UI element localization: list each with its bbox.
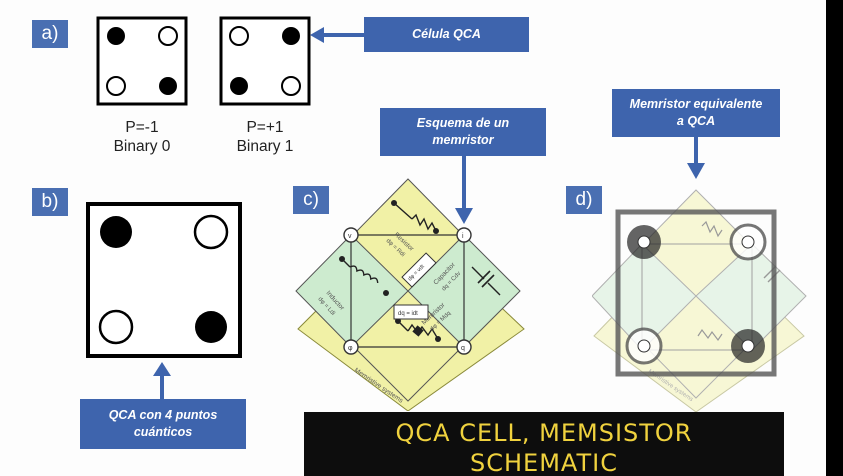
quantum-dot — [159, 77, 177, 95]
qca-cell-binary-1 — [219, 16, 311, 106]
quantum-dot — [158, 26, 178, 46]
callout-qca-dots-line-1: QCA con 4 puntos — [108, 408, 218, 422]
callout-qca-dots: QCA con 4 puntos cuánticos — [80, 399, 246, 449]
callout-memristor-schema-line-2: memristor — [432, 133, 494, 147]
link-box-top — [401, 252, 437, 288]
quantum-dot — [195, 311, 227, 343]
qca-cell-binary-0 — [96, 16, 188, 106]
svg-text:i: i — [462, 233, 464, 240]
title-line-1: QCA CELL, MEMSISTOR — [395, 419, 693, 447]
inductor-symbol — [339, 256, 389, 296]
link-bottom-label: dq = idt — [398, 311, 418, 317]
quantum-dot — [281, 76, 301, 96]
svg-text:v: v — [348, 233, 352, 240]
arrow-up-icon — [153, 362, 171, 402]
callout-qca-cell: Célula QCA — [364, 17, 529, 52]
arrow-down-icon — [687, 137, 705, 179]
node-v: v — [343, 227, 359, 243]
panel-label-b: b) — [32, 188, 68, 216]
callout-memristor-equiv-line-2: a QCA — [676, 114, 716, 128]
memristor-schematic: Memristive systems Resistor dφ = Rdi Cap… — [295, 178, 525, 411]
quantum-dot — [193, 214, 229, 250]
callout-memristor-equiv-line-1: Memristor equivalente — [629, 97, 763, 111]
binary-label: Binary 1 — [236, 138, 294, 155]
capacitor-symbol — [471, 266, 501, 296]
slide: a) b) c) d) P=-1 Binary 0 P=+1 Binary 1 … — [0, 0, 826, 476]
title-line-2: SCHEMATIC — [470, 449, 618, 476]
node-phi: φ — [343, 339, 359, 355]
quantum-dot — [230, 77, 248, 95]
callout-qca-cell-text: Célula QCA — [412, 27, 481, 41]
quantum-dot — [107, 27, 125, 45]
resistor-symbol — [391, 200, 439, 234]
qca-cell-large — [86, 202, 242, 358]
callout-memristor-schema-line-1: Esquema de un — [416, 116, 510, 130]
svg-text:q: q — [461, 345, 465, 352]
quantum-dot — [106, 76, 126, 96]
link-box-bottom — [393, 304, 429, 320]
title-banner: QCA CELL, MEMSISTOR SCHEMATIC — [304, 412, 784, 476]
panel-label-c: c) — [293, 186, 329, 214]
quantum-dot — [98, 309, 134, 345]
arrow-left-icon — [310, 27, 366, 43]
qca-cell-0-caption: P=-1 Binary 0 — [96, 118, 188, 156]
overlay-qca-frame — [615, 209, 777, 377]
quantum-dot — [229, 26, 249, 46]
callout-memristor-equiv: Memristor equivalente a QCA — [612, 89, 780, 137]
panel-label-d: d) — [566, 186, 602, 214]
qca-cell-1-caption: P=+1 Binary 1 — [219, 118, 311, 156]
node-q: q — [456, 339, 472, 355]
qca-memristor-overlay: Memristive systems — [592, 189, 807, 412]
arrow-down-icon — [455, 156, 473, 224]
quantum-dot — [100, 216, 132, 248]
panel-label-a: a) — [32, 20, 68, 48]
node-i: i — [456, 227, 472, 243]
polarization-label: P=+1 — [246, 119, 284, 136]
quantum-dot — [282, 27, 300, 45]
binary-label: Binary 0 — [113, 138, 171, 155]
polarization-label: P=-1 — [125, 119, 159, 136]
callout-memristor-schema: Esquema de un memristor — [380, 108, 546, 156]
svg-text:φ: φ — [348, 345, 353, 352]
callout-qca-dots-line-2: cuánticos — [133, 425, 193, 439]
